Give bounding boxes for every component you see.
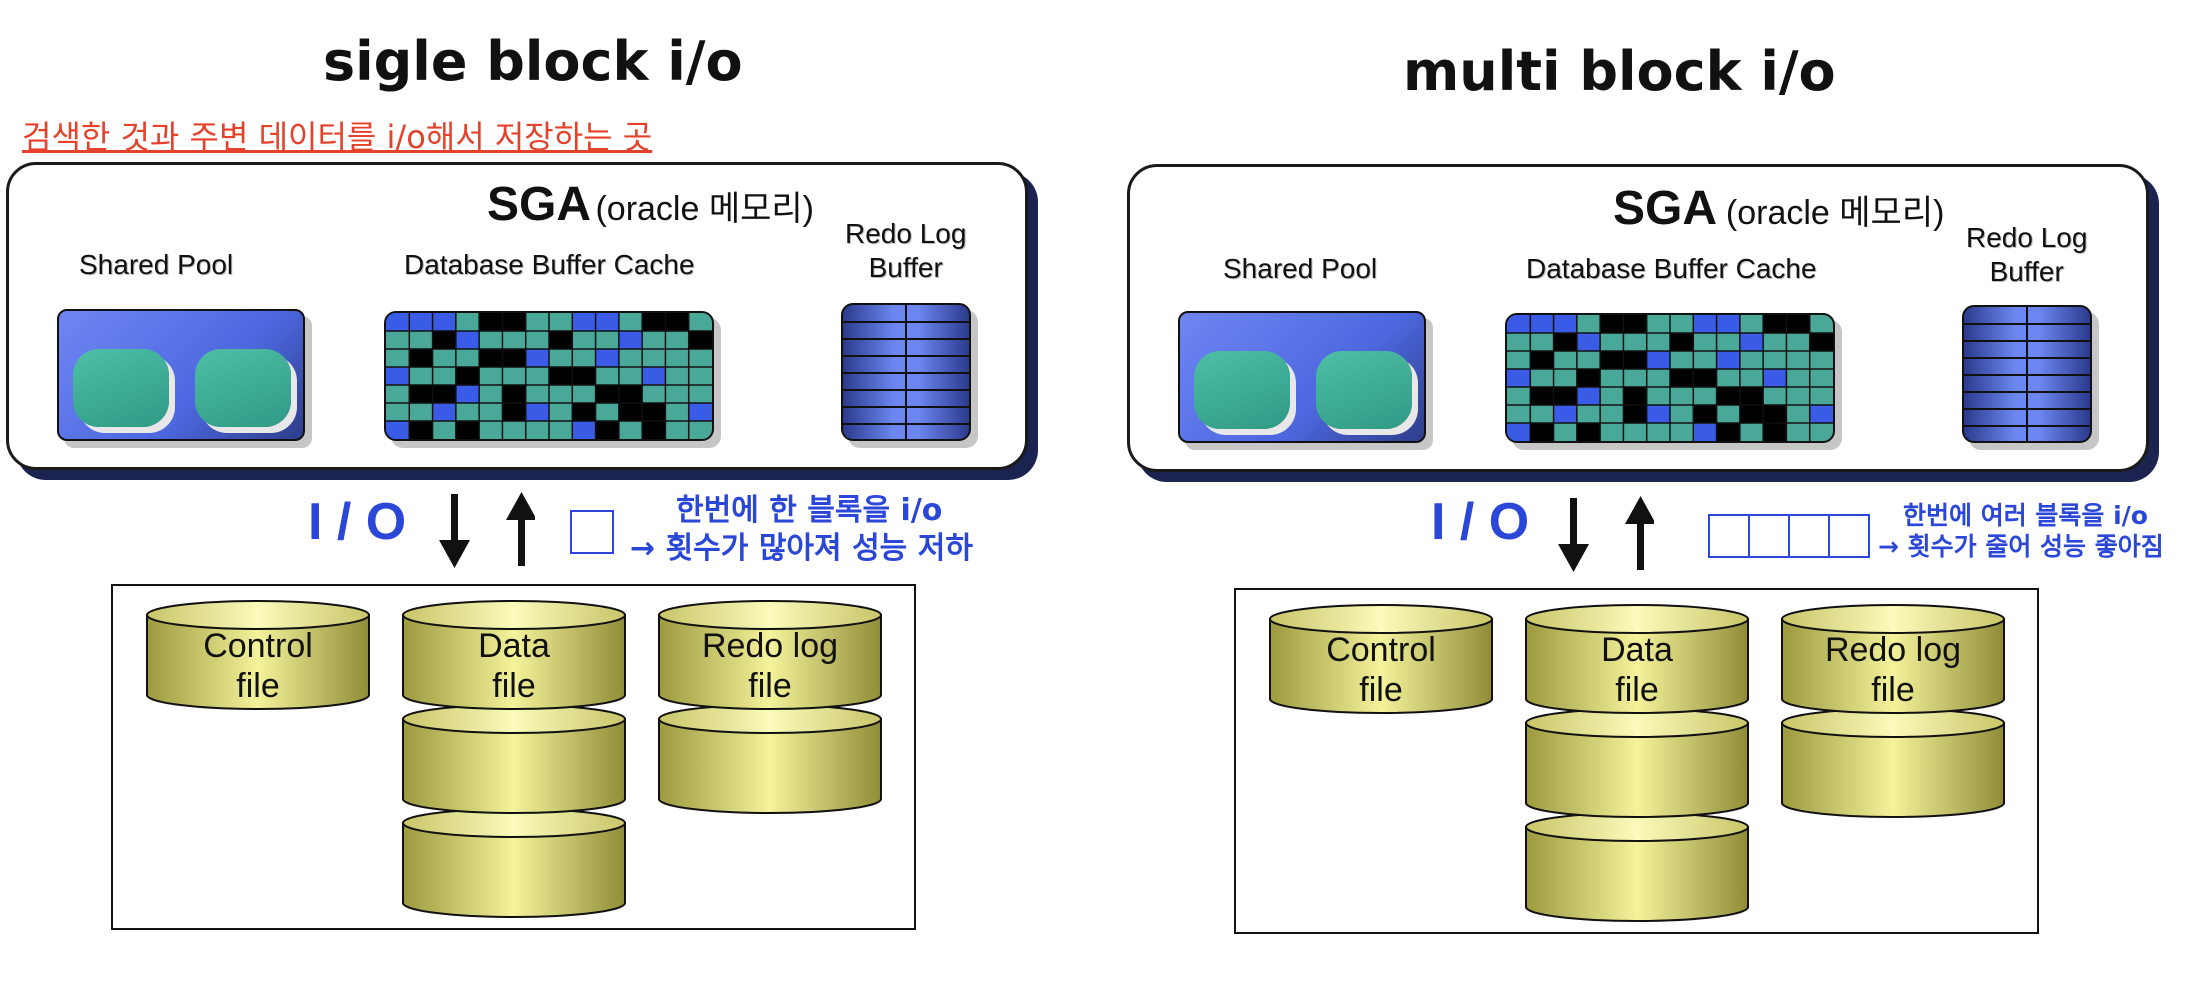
buffer-cache-label: Database Buffer Cache [1526, 253, 1817, 284]
database-cylinder-icon [146, 600, 370, 710]
shared-pool [1178, 311, 1426, 443]
arrow-down-icon [1558, 498, 1589, 572]
shared-pool-label: Shared Pool [1223, 253, 1378, 284]
buffer-cache-label: Database Buffer Cache [404, 249, 695, 280]
redo-log-buffer [841, 303, 971, 441]
block-square-icon [1708, 514, 1750, 558]
database-cylinder-icon [658, 600, 882, 814]
sga-box: SGA (oracle 메모리) Shared Pool Database Bu… [1127, 164, 2149, 472]
sga-title: SGA (oracle 메모리) [1613, 182, 1945, 235]
buffer-cache-grid [1505, 313, 1835, 443]
arrow-up-icon [506, 492, 535, 566]
block-square-icon [1828, 514, 1870, 558]
panel-title: multi block i/o [1403, 40, 1836, 103]
sga-title: SGA (oracle 메모리) [487, 178, 815, 231]
buffer-cache-grid [384, 311, 714, 441]
io-arrows [1558, 496, 1654, 572]
io-description: 한번에 여러 블록을 i/o → 횟수가 줄어 성능 좋아짐 [1878, 501, 2164, 562]
panel-title: sigle block i/o [323, 30, 743, 93]
multi-block-io-panel: multi block i/o SGA (oracle 메모리) Shared … [1124, 0, 2188, 996]
shared-pool-label: Shared Pool [79, 249, 234, 280]
single-block-io-panel: sigle block i/o 검색한 것과 주변 데이터를 i/o해서 저장하… [6, 30, 1028, 930]
database-cylinder-icon [402, 600, 626, 918]
arrow-up-icon [1625, 496, 1654, 570]
block-squares [570, 510, 614, 554]
block-squares [1708, 514, 1870, 558]
arrow-down-icon [439, 494, 470, 568]
shared-pool [57, 309, 305, 441]
database-cylinder-icon [1269, 604, 1493, 714]
io-label: I / O [1431, 493, 1530, 551]
database-cylinder-icon [1525, 604, 1749, 922]
annotation-note: 검색한 것과 주변 데이터를 i/o해서 저장하는 곳 [22, 118, 653, 156]
io-label: I / O [308, 493, 407, 551]
database-cylinder-icon [1781, 604, 2005, 818]
block-square-icon [570, 510, 614, 554]
io-arrows [439, 492, 535, 568]
block-square-icon [1748, 514, 1790, 558]
redo-log-buffer [1962, 305, 2092, 443]
io-description: 한번에 한 블록을 i/o → 횟수가 많아져 성능 저하 [630, 493, 973, 566]
block-square-icon [1788, 514, 1830, 558]
sga-box: SGA (oracle 메모리) Shared Pool Database Bu… [6, 162, 1028, 470]
